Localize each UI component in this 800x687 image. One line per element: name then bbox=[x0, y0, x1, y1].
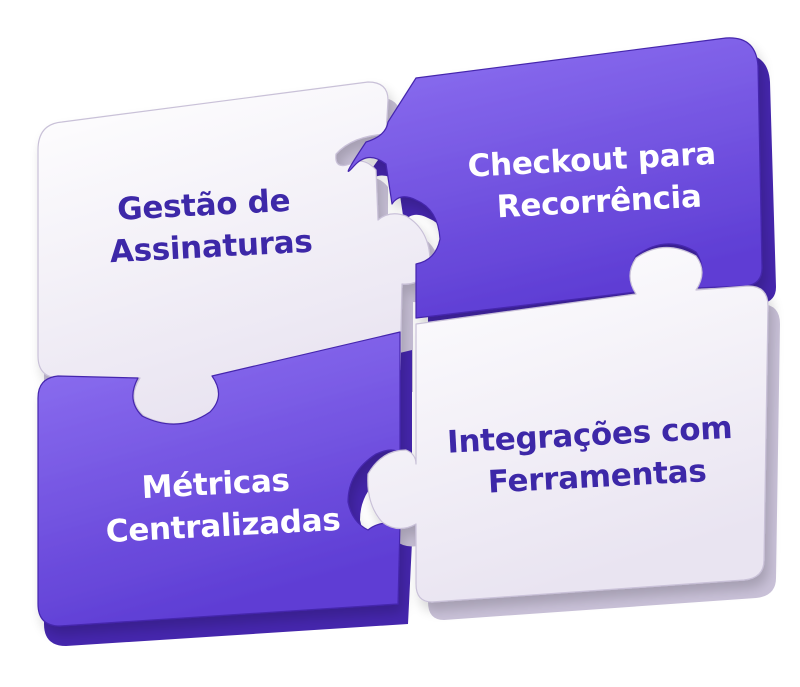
label-metricas: Métricas Centralizadas bbox=[103, 460, 342, 550]
label-metricas-line-1: Métricas bbox=[141, 462, 291, 506]
piece-checkout bbox=[347, 37, 763, 319]
piece-metricas bbox=[37, 331, 401, 627]
piece-integracoes bbox=[367, 246, 769, 603]
